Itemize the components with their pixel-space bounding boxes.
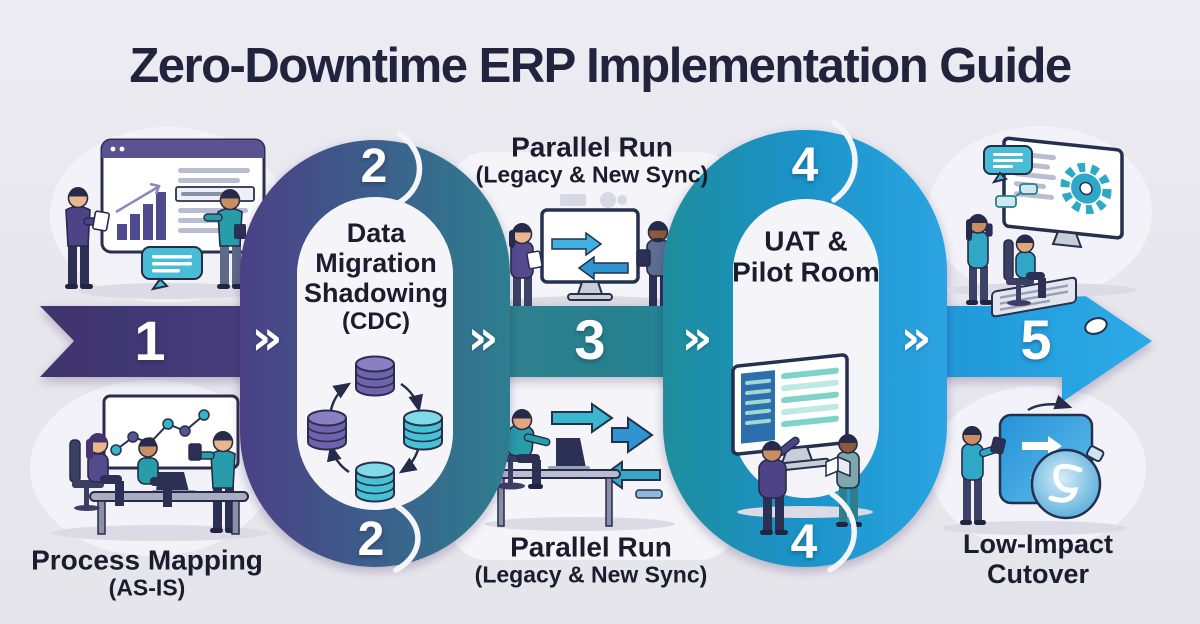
chevron-icon: »: [900, 310, 932, 366]
rollover-arrow-icon: [1027, 395, 1073, 412]
team-system-gear-monitor-illustration: [947, 136, 1137, 335]
stage4-label-line2: Pilot Room: [732, 257, 880, 288]
operator-desk-transfer-illustration: [485, 402, 675, 531]
rolling-sphere: [1030, 448, 1102, 520]
stage2-number-top: 2: [360, 140, 388, 193]
stage2-label-line2: Migration: [315, 248, 437, 279]
person-standing-phone: [966, 214, 993, 305]
uat-review-screen-illustration: [731, 353, 873, 535]
stage2-label-line4: (CDC): [342, 307, 410, 335]
database-purple-icon: [307, 409, 347, 451]
person-with-binder: [825, 434, 862, 527]
stage3-bottom-line2: (Legacy & New Sync): [474, 561, 708, 588]
stage1-label: Process Mapping (AS-IS): [31, 544, 263, 601]
sphere-s-mark: [1048, 463, 1083, 503]
database-sync-cycle-illustration: [307, 355, 443, 503]
sync-arrow-left-icon: [577, 255, 629, 281]
loop-number-seams: [393, 119, 858, 573]
stage5-label-line2: Cutover: [986, 559, 1090, 589]
stage1-label-line1: Process Mapping: [31, 544, 263, 576]
stage4-number-bottom: 4: [790, 516, 818, 569]
stage3-top-line1: Parallel Run: [511, 131, 673, 163]
chevron-icon: »: [467, 310, 499, 366]
mouse-icon: [1084, 317, 1108, 335]
person-seated-man: [137, 437, 172, 507]
stage3-bottom-line1: Parallel Run: [510, 531, 672, 563]
process-mapping-workshop-illustration: [52, 394, 268, 541]
stage4-label-line1: UAT &: [764, 225, 848, 257]
stage2-label: Data Migration Shadowing (CDC): [304, 218, 448, 336]
stage5-label-line1: Low-Impact: [962, 528, 1114, 559]
person-pointing-teal: [203, 189, 246, 289]
person-seated-chair: [1003, 234, 1046, 306]
sync-arrow-right-icon: [551, 231, 603, 257]
chevron-icon: »: [251, 310, 283, 366]
stage2-label-line3: Shadowing: [304, 278, 448, 309]
flow-node-icon: [1019, 183, 1038, 195]
chevron-icon: »: [681, 310, 713, 366]
database-teal-icon: [403, 409, 443, 451]
stage1-number: 1: [134, 309, 166, 372]
laptop-icon: [556, 438, 586, 468]
large-monitor: [1002, 136, 1124, 249]
person-facilitator: [188, 431, 238, 533]
person-touching-screen: [758, 436, 800, 535]
stage4-number-top: 4: [791, 139, 819, 192]
panel-arrow-right-icon: [1022, 436, 1062, 456]
stage3-top-line2: (Legacy & New Sync): [475, 161, 709, 188]
keyboard-icon: [991, 276, 1077, 318]
database-purple-icon: [355, 355, 395, 397]
person-seated-woman: [69, 433, 124, 511]
stage3-label-top: Parallel Run (Legacy & New Sync): [476, 131, 709, 188]
bar-chart-icon: [115, 182, 166, 240]
stage4-loop-ring: [663, 130, 947, 567]
stage1-label-line2: (AS-IS): [108, 574, 186, 601]
stage2-number-bottom: 2: [357, 513, 385, 566]
stage3-label-bottom: Parallel Run (Legacy & New Sync): [475, 531, 708, 588]
stage5-number: 5: [1020, 308, 1052, 371]
cutover-switch-panel-illustration: [943, 395, 1127, 535]
stage5-label: Low-Impact Cutover: [963, 529, 1113, 589]
stage4-label: UAT & Pilot Room: [732, 226, 880, 289]
database-teal-icon: [355, 461, 395, 503]
page-title: Zero-Downtime ERP Implementation Guide: [129, 39, 1072, 93]
flow-arrow-right-2-icon: [611, 416, 654, 454]
speech-bubble-icon: [141, 246, 203, 291]
person-operating-cutover: [960, 426, 1007, 525]
speech-bubble-icon: [983, 145, 1033, 184]
valve-spout: [1086, 445, 1105, 462]
flow-node-icon: [995, 195, 1017, 208]
gear-icon: [1060, 162, 1112, 215]
stage3-number: 3: [574, 308, 606, 371]
stage2-loop-ring: [240, 140, 510, 567]
stage2-label-line1: Data: [346, 218, 406, 249]
person-presenter-purple: [65, 187, 110, 289]
flow-arrow-right-1-icon: [551, 402, 614, 434]
analysts-chart-board-illustration: [65, 138, 266, 299]
large-monitor: [731, 353, 849, 473]
flow-arrow-left-icon: [602, 460, 661, 490]
